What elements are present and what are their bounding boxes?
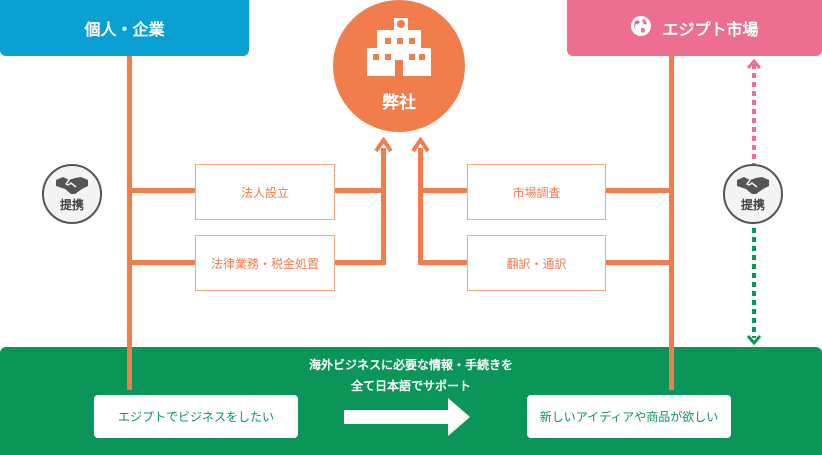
need-box-right: 新しいアイディアや商品が欲しい: [527, 395, 731, 438]
company-label: 弊社: [382, 93, 416, 113]
connector-line: [606, 260, 669, 265]
support-message: 海外ビジネスに必要な情報・手続きを 全て日本語でサポート: [0, 355, 822, 397]
service-label: 市場調査: [512, 185, 561, 200]
right-party-box: エジプト市場: [567, 0, 822, 56]
connector-line: [606, 188, 669, 193]
connector-line: [132, 260, 195, 265]
connector-line: [418, 260, 467, 265]
connector-line: [335, 260, 386, 265]
support-line-1: 海外ビジネスに必要な情報・手続きを: [308, 358, 513, 372]
dotted-double-arrow: [746, 58, 762, 346]
arrow-right-icon: [344, 398, 470, 436]
arrow-up-icon: [374, 137, 393, 153]
left-party-box: 個人・企業: [0, 0, 249, 56]
right-party-label: エジプト市場: [662, 20, 759, 39]
left-vertical-line: [127, 56, 132, 390]
service-label: 法律業務・税金処置: [210, 256, 319, 271]
connector-line: [381, 148, 386, 265]
partnership-badge: 提携: [42, 164, 102, 224]
service-box: 市場調査: [467, 164, 606, 220]
right-vertical-line: [669, 56, 674, 390]
left-vertical-line: [127, 347, 132, 390]
connector-line: [132, 188, 195, 193]
company-circle: 弊社: [333, 0, 465, 132]
handshake-icon: [737, 177, 769, 194]
service-label: 翻訳・通訳: [506, 256, 567, 271]
right-vertical-line: [669, 347, 674, 390]
need-box-left: エジプトでビジネスをしたい: [94, 395, 298, 438]
building-icon: [367, 18, 431, 76]
connector-line: [418, 148, 423, 265]
need-left-label: エジプトでビジネスをしたい: [117, 410, 274, 424]
partnership-label: 提携: [59, 198, 84, 212]
support-line-2: 全て日本語でサポート: [350, 379, 471, 393]
service-label: 法人設立: [240, 185, 289, 200]
handshake-icon: [56, 177, 88, 194]
connector-line: [335, 188, 386, 193]
service-box: 法律業務・税金処置: [195, 235, 335, 291]
need-right-label: 新しいアイディアや商品が欲しい: [539, 410, 719, 424]
partnership-label: 提携: [740, 198, 765, 212]
service-box: 法人設立: [195, 164, 335, 220]
connector-line: [418, 188, 467, 193]
service-box: 翻訳・通訳: [467, 235, 606, 291]
partnership-badge: 提携: [723, 164, 783, 224]
globe-icon: [630, 15, 652, 41]
left-party-label: 個人・企業: [84, 20, 165, 39]
arrow-up-icon: [411, 137, 430, 153]
